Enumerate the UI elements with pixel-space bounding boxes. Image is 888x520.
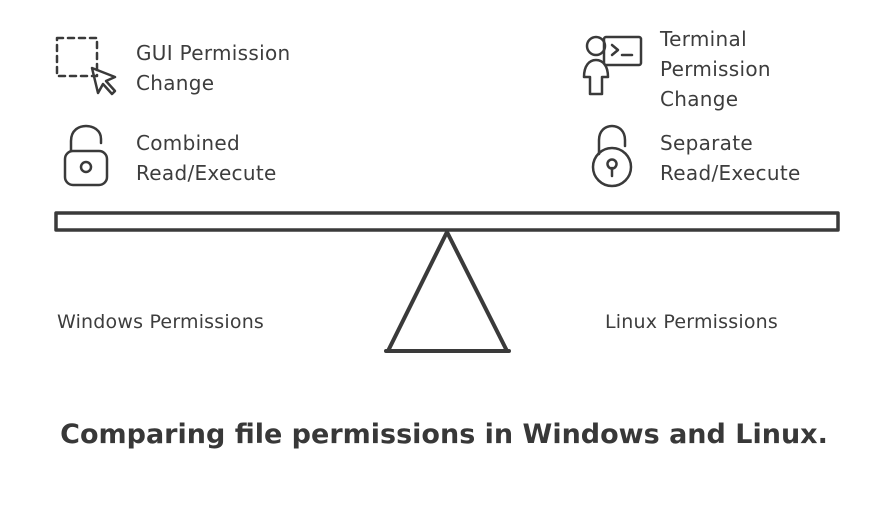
person-terminal-icon [582,33,648,99]
dashed-cursor-icon [54,35,124,100]
scale-fulcrum [386,230,509,353]
left-item-label-combined: Combined Read/Execute [136,131,277,185]
linux-permissions-label: Linux Permissions [605,311,779,333]
right-item-label-terminal: Terminal Permission Change [660,27,771,111]
keyhole-padlock-icon [590,124,636,190]
scale-beam [54,211,840,232]
left-item-label-gui: GUI Permission Change [136,41,291,95]
right-item-label-separate: Separate Read/Execute [660,131,801,185]
diagram-caption: Comparing file permissions in Windows an… [60,419,828,450]
open-padlock-icon [62,124,112,190]
windows-permissions-label: Windows Permissions [57,311,265,333]
